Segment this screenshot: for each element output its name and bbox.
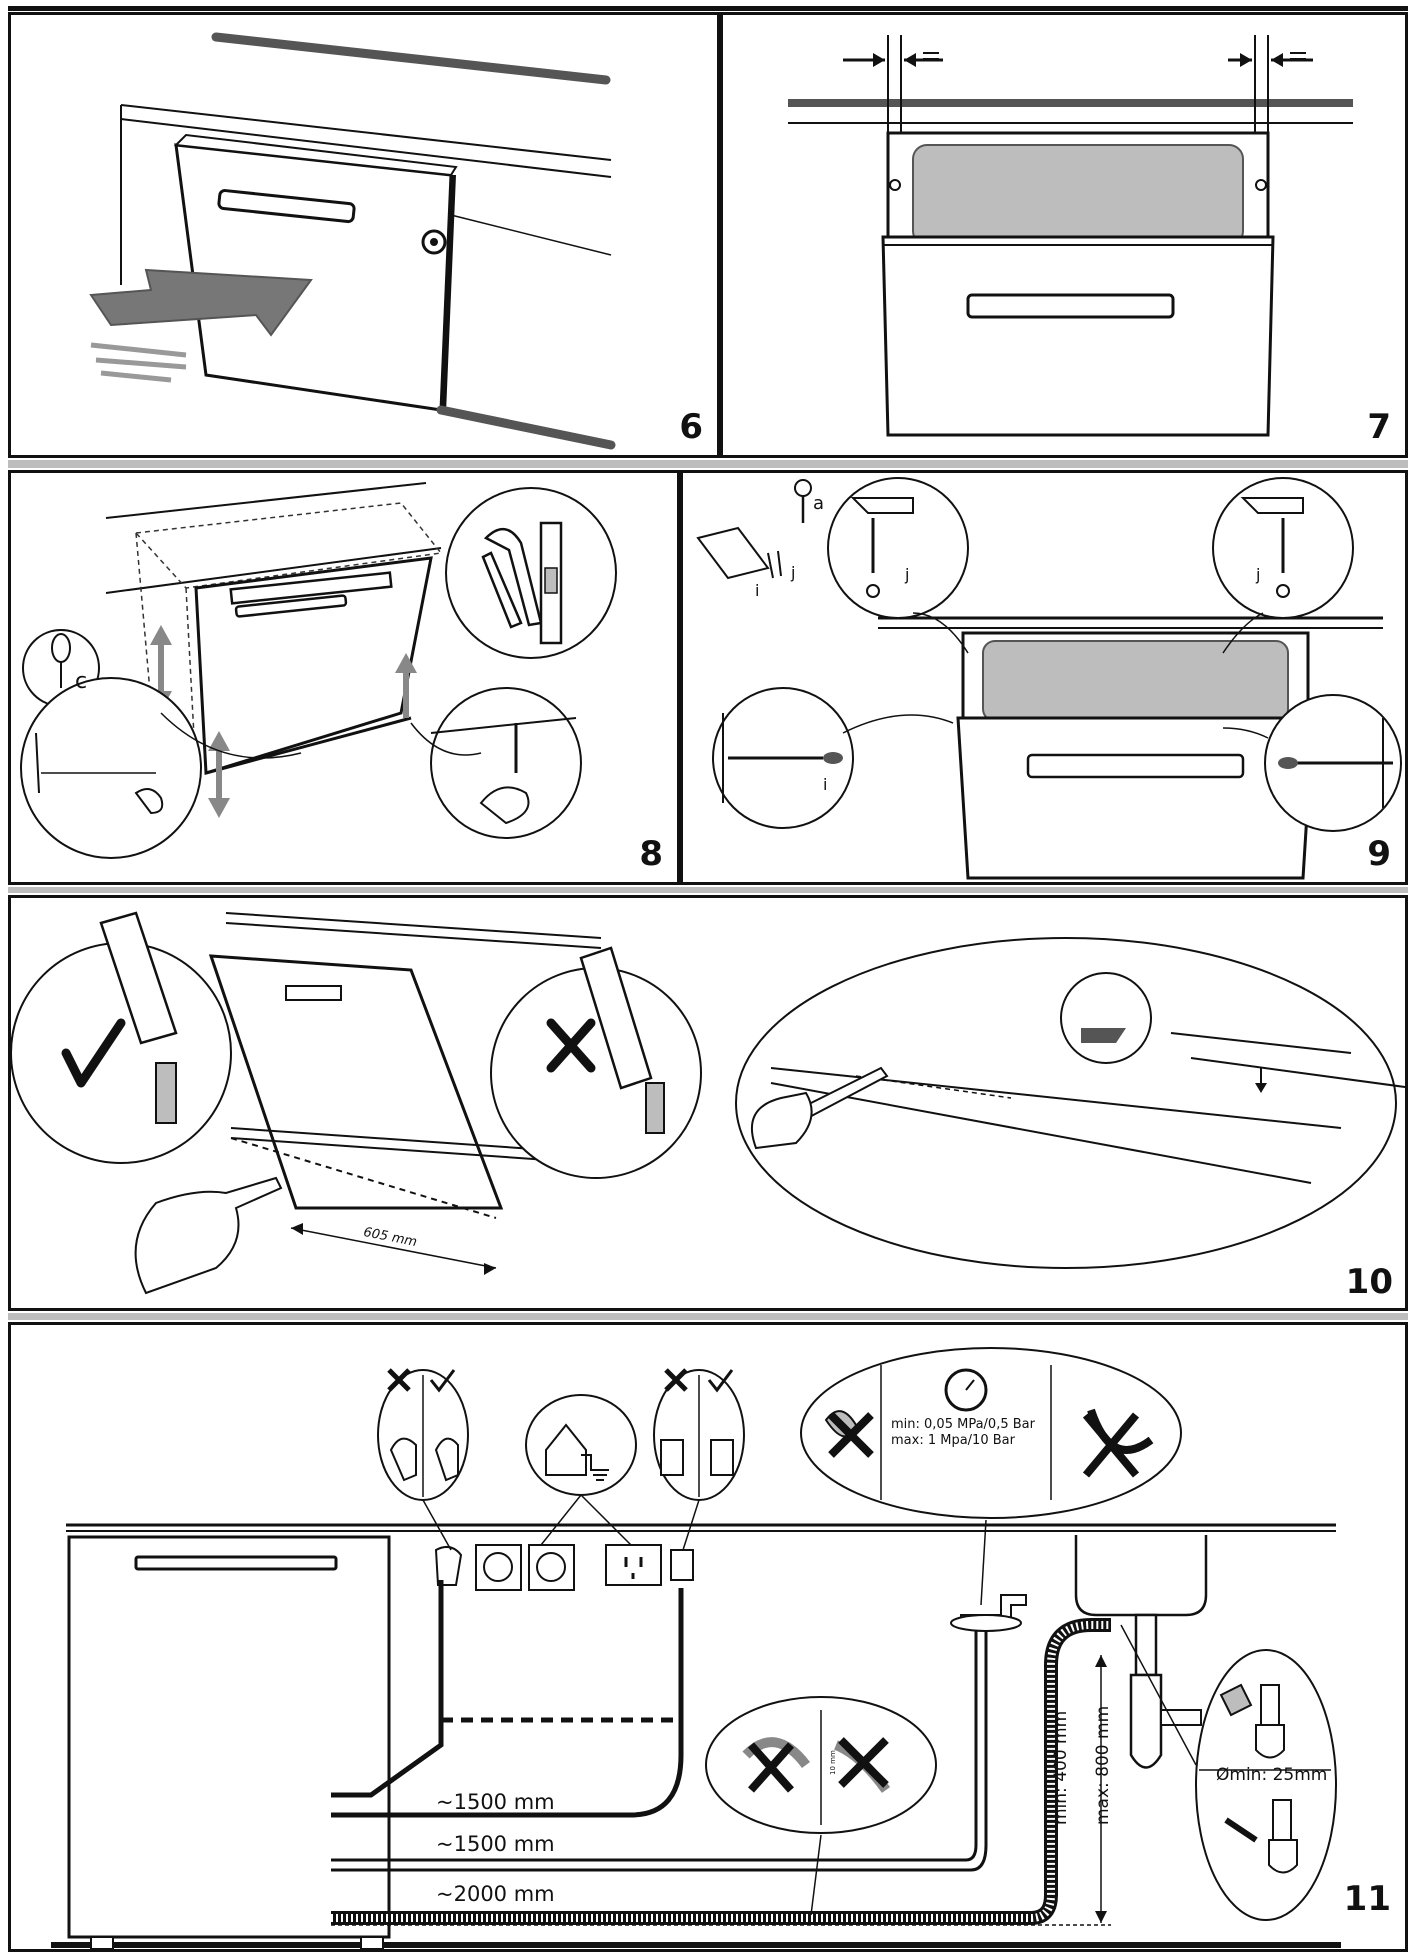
panel-9-fixing-screws: a j i j j i 9 xyxy=(680,470,1408,885)
height-max: max: 800 mm xyxy=(1093,1705,1113,1825)
top-rule xyxy=(8,6,1408,11)
label-i-left: i xyxy=(823,775,828,794)
panel-number-8: 8 xyxy=(639,834,663,874)
panel-10-cut-plinth: 605 mm 10 xyxy=(8,895,1408,1311)
separator-3 xyxy=(8,1313,1408,1320)
label-i-bag: i xyxy=(755,581,760,600)
pressure-max: max: 1 Mpa/10 Bar xyxy=(891,1433,1015,1448)
separator-1 xyxy=(8,460,1408,468)
cable-length: ~1500 mm xyxy=(436,1790,555,1814)
panel-8-level-adjust: c 8 xyxy=(8,470,680,885)
label-j-bag: j xyxy=(791,563,796,582)
panel-number-6: 6 xyxy=(679,407,703,447)
panel-7-side-gaps: 7 xyxy=(720,12,1408,458)
pressure-min: min: 0,05 MPa/0,5 Bar xyxy=(891,1417,1035,1432)
screw-illustration xyxy=(696,477,1402,880)
panel-number-10: 10 xyxy=(1345,1262,1393,1302)
separator-2 xyxy=(8,887,1408,893)
connection-illustration xyxy=(51,1347,1341,1949)
label-c: c xyxy=(75,669,88,694)
panel-6-push-dishwasher: 6 xyxy=(8,12,720,458)
plinth-illustration xyxy=(11,911,1405,1295)
inlet-length: ~1500 mm xyxy=(436,1832,555,1856)
height-min: min: 400 mm xyxy=(1051,1710,1071,1825)
panel-number-11: 11 xyxy=(1343,1879,1391,1919)
panel-11-connections: min: 0,05 MPa/0,5 Bar max: 1 Mpa/10 Bar … xyxy=(8,1322,1408,1952)
label-j-left: j xyxy=(905,565,910,584)
push-illustration xyxy=(89,32,616,450)
panel-number-9: 9 xyxy=(1367,834,1391,874)
bend-note: 10 mm xyxy=(829,1750,837,1775)
label-a: a xyxy=(813,493,825,514)
drain-length: ~2000 mm xyxy=(436,1882,555,1906)
siphon-diameter: Ømin: 25mm xyxy=(1216,1765,1328,1785)
gap-illustration xyxy=(788,35,1353,437)
level-illustration xyxy=(20,482,617,859)
panel-number-7: 7 xyxy=(1367,407,1391,447)
label-j-right: j xyxy=(1256,565,1261,584)
